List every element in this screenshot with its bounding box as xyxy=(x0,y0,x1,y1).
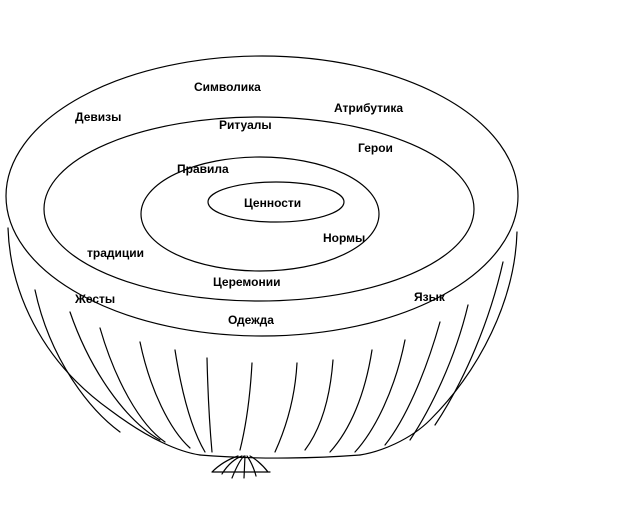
label-norms: Нормы xyxy=(323,231,366,245)
onion-skin-line xyxy=(174,349,206,453)
label-rituals: Ритуалы xyxy=(219,118,272,132)
middle-layer-ring xyxy=(43,116,475,302)
label-mottos: Девизы xyxy=(75,110,122,124)
onion-skin-line xyxy=(354,339,406,453)
outer-layer-ring xyxy=(5,55,519,337)
onion-skin-line xyxy=(239,362,253,451)
onion-skin-line xyxy=(384,321,441,446)
onion-skin-line xyxy=(99,327,166,443)
onion-skin-line xyxy=(34,289,121,433)
label-symbolics: Символика xyxy=(194,80,261,94)
onion-skin-line xyxy=(434,261,504,426)
onion-skin-line xyxy=(274,362,298,453)
core-ellipse xyxy=(207,181,345,223)
label-language: Язык xyxy=(414,290,445,304)
onion-skin-line xyxy=(206,357,213,453)
onion-skin-line xyxy=(329,349,373,453)
onion-roots xyxy=(211,455,271,479)
onion-skin-line xyxy=(304,359,334,451)
onion-skin-line xyxy=(139,341,191,449)
label-clothing: Одежда xyxy=(228,313,274,327)
label-ceremonies: Церемонии xyxy=(213,275,281,289)
label-core-values: Ценности xyxy=(244,196,302,210)
label-attributes: Атрибутика xyxy=(334,101,404,115)
inner-layer-ring xyxy=(140,156,380,272)
onion-body-left-outline xyxy=(7,227,201,456)
label-rules: Правила xyxy=(177,162,229,176)
label-traditions: традиции xyxy=(87,246,145,260)
onion-bottom-edge xyxy=(199,454,361,459)
onion-skin-line xyxy=(409,304,469,441)
label-gestures: Жесты xyxy=(75,292,116,306)
onion-skin-line xyxy=(69,311,161,441)
onion-body-right-outline xyxy=(359,231,518,456)
label-heroes: Герои xyxy=(358,141,393,155)
